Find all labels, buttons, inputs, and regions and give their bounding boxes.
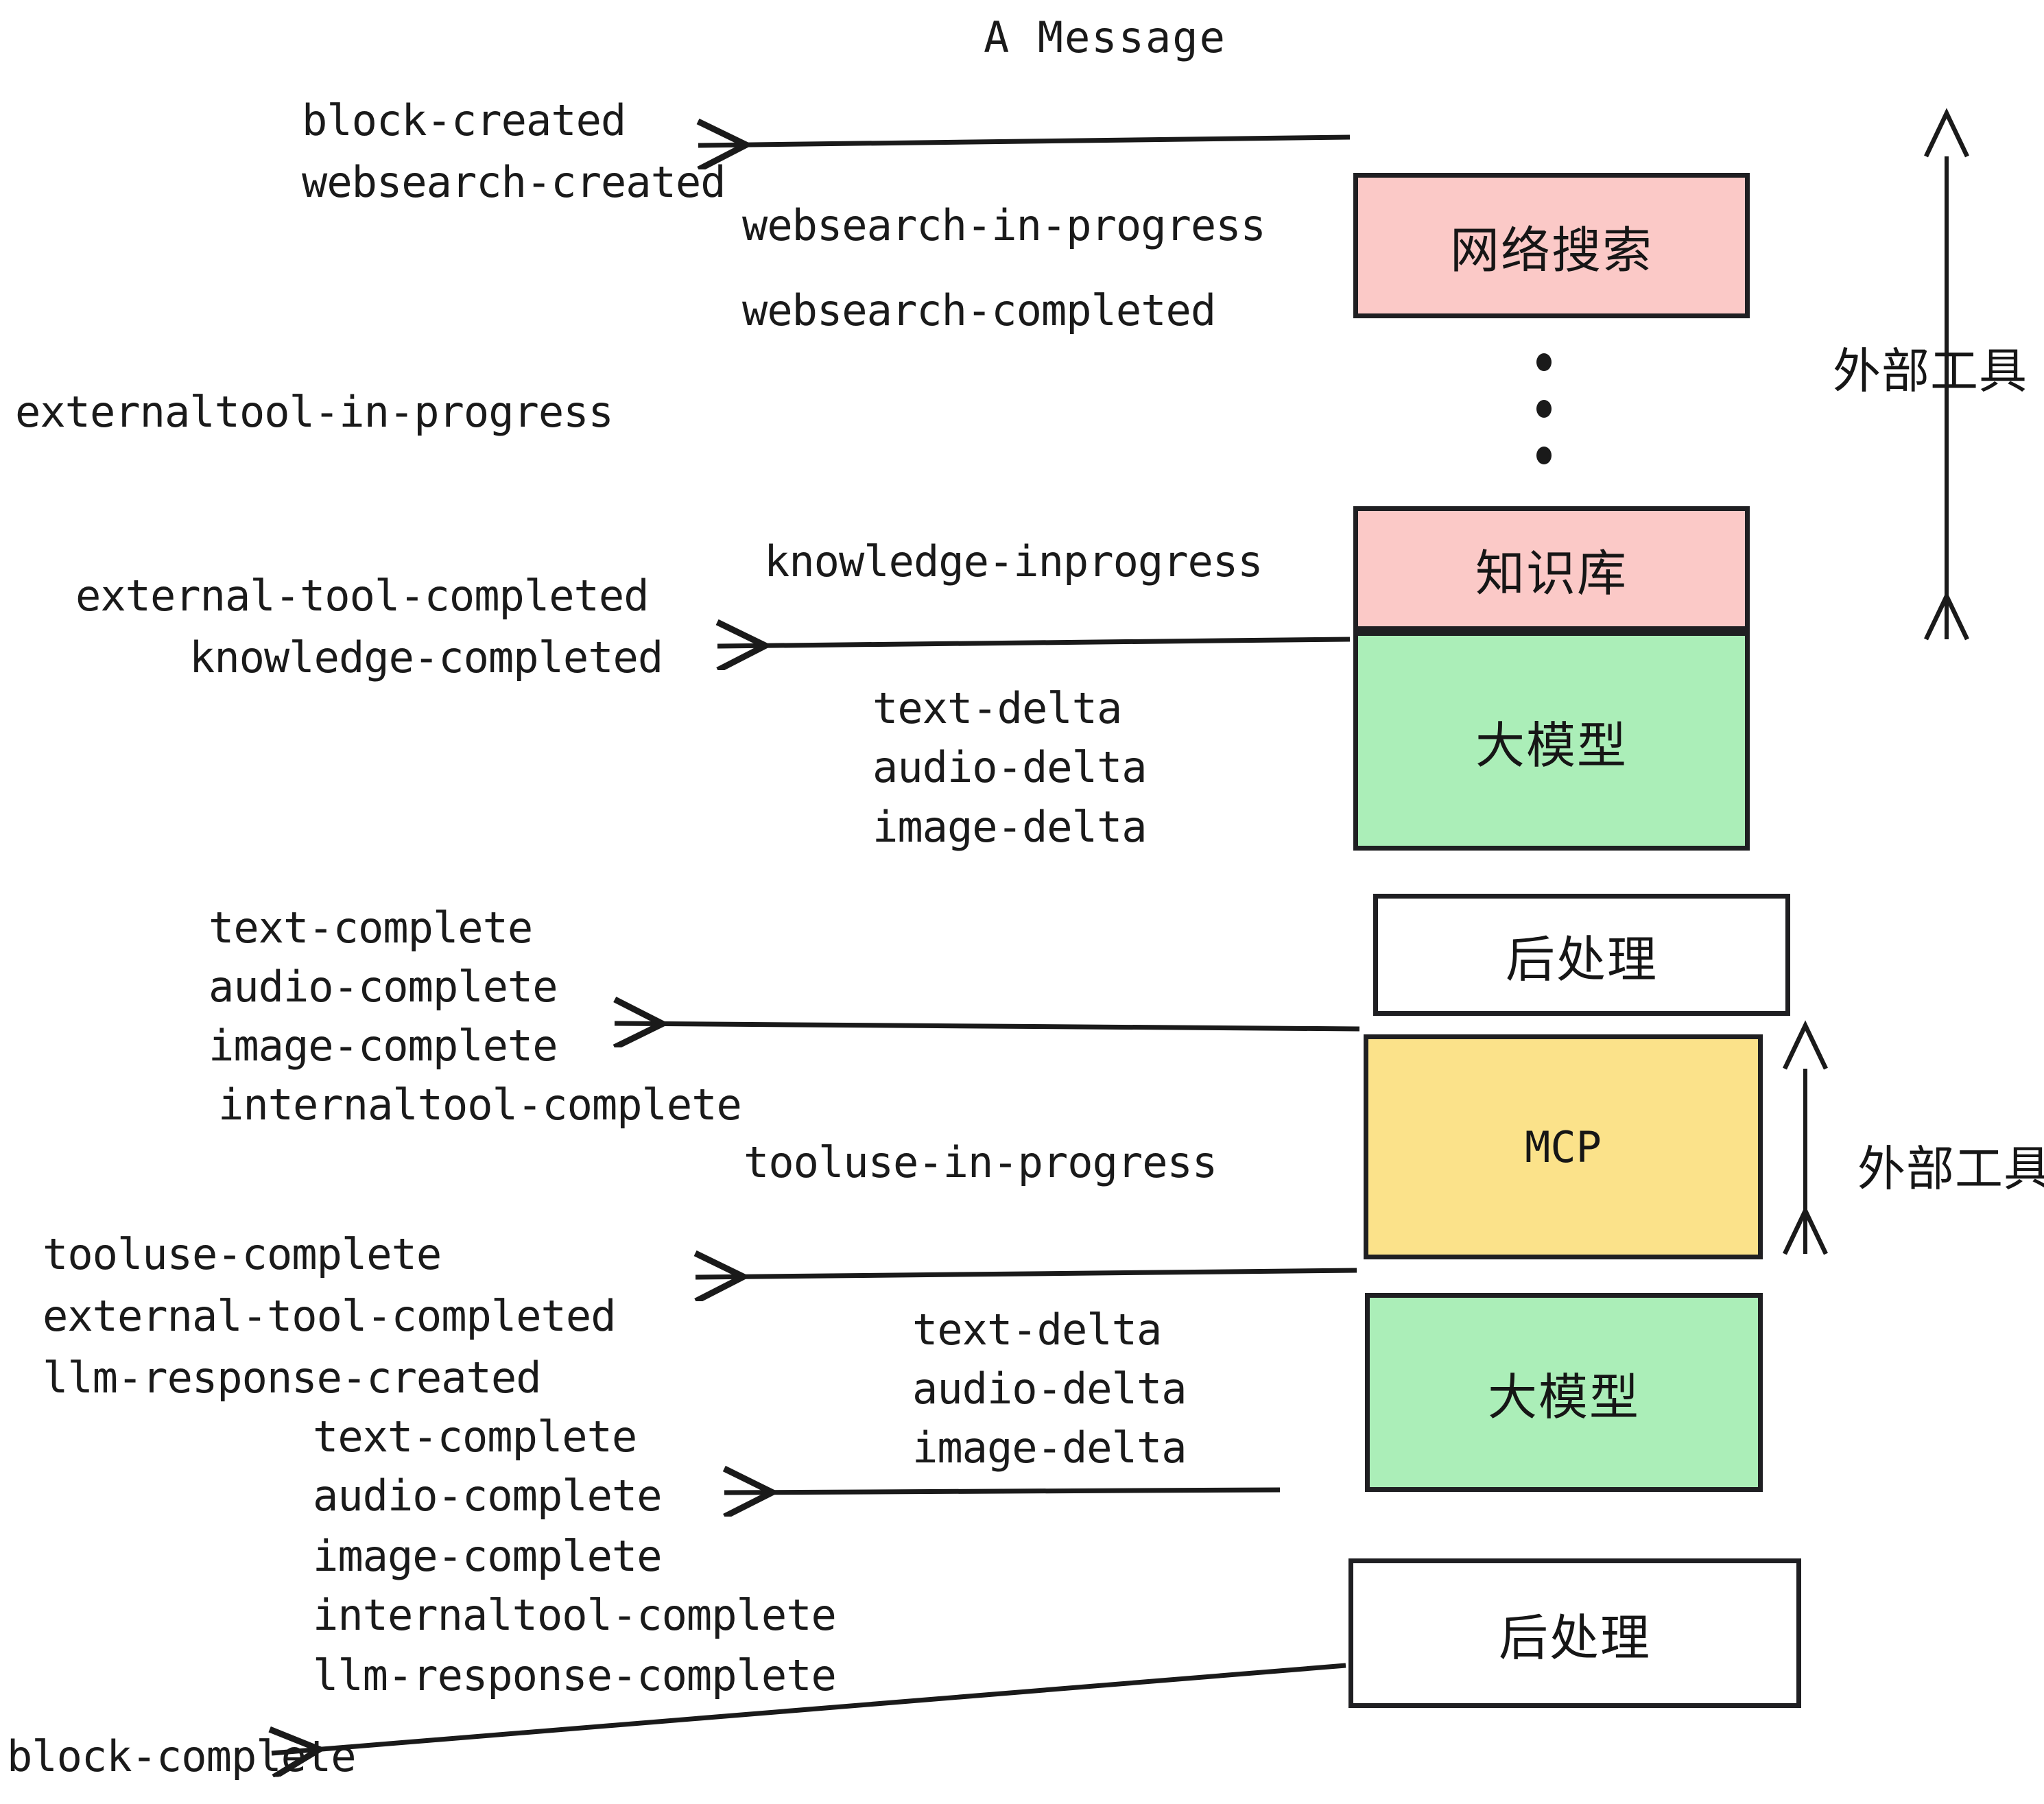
event-label: externaltool-in-progress	[15, 387, 614, 437]
event-label: audio-complete	[313, 1471, 663, 1521]
node-box: 网络搜索	[1353, 173, 1750, 318]
event-label: llm-response-created	[43, 1353, 542, 1403]
event-label: image-delta	[912, 1423, 1187, 1473]
knowledge-completed-arrow	[717, 639, 1351, 646]
event-label: block-created	[302, 95, 626, 145]
event-label: text-delta	[872, 683, 1122, 733]
event-label: audio-delta	[912, 1364, 1187, 1414]
node-box: 后处理	[1373, 894, 1790, 1016]
event-label: external-tool-completed	[75, 571, 650, 621]
event-label: image-complete	[209, 1021, 558, 1071]
page-title: A Message	[984, 12, 1226, 62]
event-label: text-complete	[209, 903, 533, 953]
event-label: external-tool-completed	[43, 1291, 617, 1341]
audio-complete-arrow	[724, 1490, 1281, 1493]
event-label: tooluse-complete	[43, 1229, 442, 1279]
node-box: 大模型	[1365, 1293, 1763, 1492]
event-label: knowledge-inprogress	[764, 536, 1263, 586]
event-label: text-complete	[313, 1412, 637, 1462]
ellipsis-dot	[1536, 353, 1552, 371]
vertical-ellipsis	[1536, 353, 1552, 493]
event-label: audio-complete	[209, 962, 558, 1012]
tooluse-complete-arrow	[696, 1270, 1357, 1277]
block-created-arrow	[698, 137, 1351, 145]
event-label: knowledge-completed	[189, 632, 663, 683]
image-complete-arrow	[615, 1023, 1360, 1029]
event-label: tooluse-in-progress	[744, 1137, 1217, 1187]
event-label: websearch-completed	[742, 285, 1216, 335]
node-box: MCP	[1364, 1034, 1763, 1259]
node-box: 后处理	[1348, 1558, 1801, 1708]
event-label: image-complete	[313, 1531, 663, 1581]
node-box: 大模型	[1353, 631, 1750, 851]
event-label: block-complete	[7, 1731, 357, 1781]
ellipsis-dot	[1536, 400, 1552, 418]
event-label: text-delta	[912, 1305, 1162, 1355]
event-label: audio-delta	[872, 742, 1148, 792]
event-label: internaltool-complete	[218, 1080, 742, 1130]
event-label: image-delta	[872, 802, 1148, 852]
ellipsis-dot	[1536, 447, 1552, 464]
event-label: internaltool-complete	[313, 1590, 837, 1640]
event-label: websearch-in-progress	[742, 200, 1266, 250]
external-tool-label: 外部工具	[1857, 1141, 2044, 1197]
external-tool-label: 外部工具	[1833, 343, 2028, 399]
node-box: 知识库	[1353, 506, 1750, 631]
event-label: llm-response-complete	[313, 1650, 837, 1700]
event-label: websearch-created	[302, 157, 726, 207]
